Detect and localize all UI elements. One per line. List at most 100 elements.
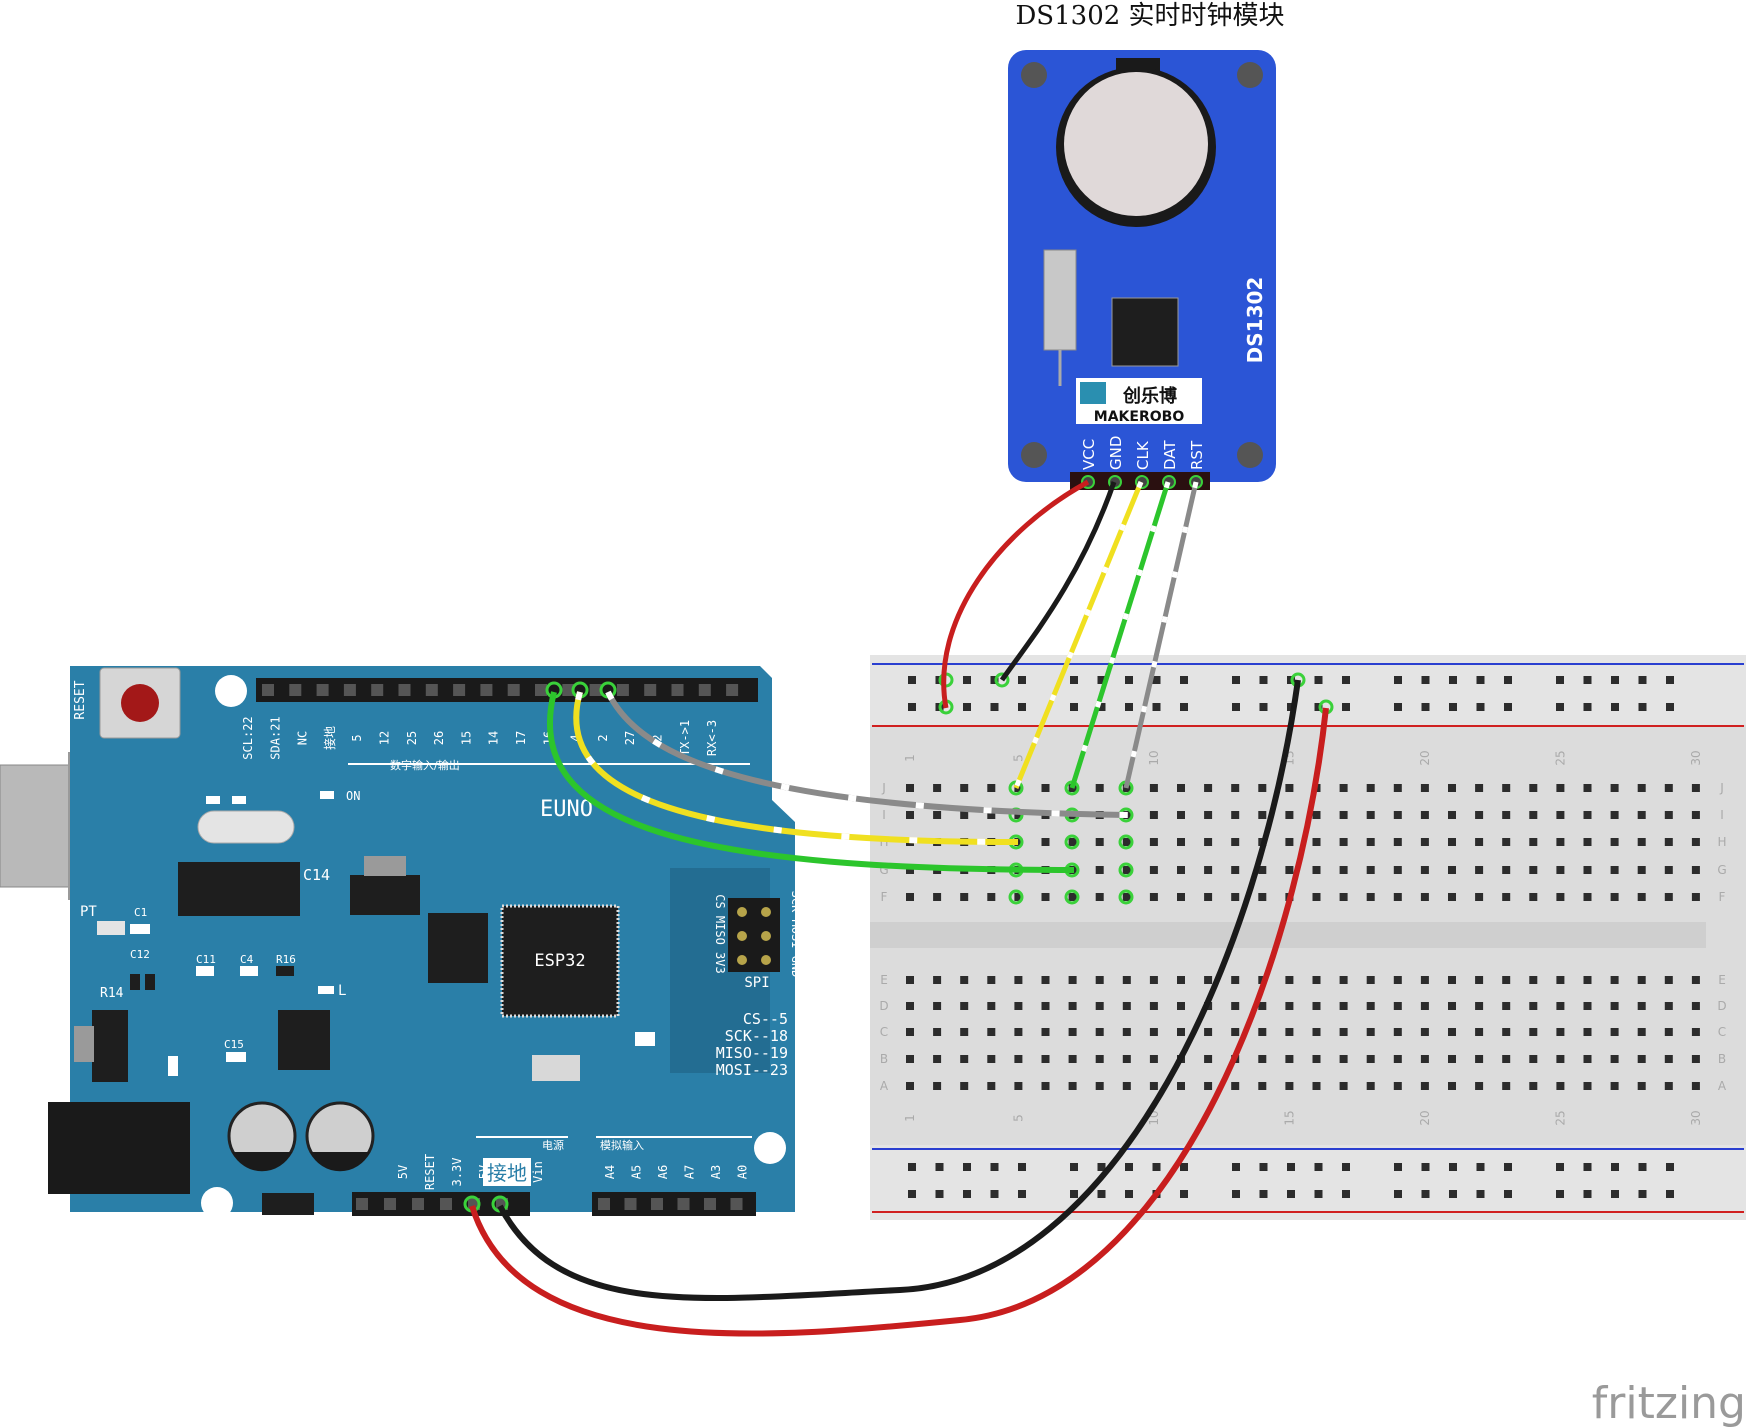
rail-hole[interactable] <box>1180 1163 1188 1171</box>
breadboard-hole[interactable] <box>1204 1055 1213 1063</box>
breadboard-hole[interactable] <box>1420 1082 1429 1090</box>
breadboard-hole[interactable] <box>1556 866 1565 874</box>
breadboard-hole[interactable] <box>1664 976 1673 984</box>
breadboard-hole[interactable] <box>960 811 969 819</box>
breadboard-hole[interactable] <box>1556 784 1565 792</box>
breadboard-hole[interactable] <box>1095 893 1104 901</box>
rail-hole[interactable] <box>1232 676 1240 684</box>
rail-hole[interactable] <box>908 1190 916 1198</box>
breadboard-hole[interactable] <box>1149 866 1158 874</box>
breadboard-hole[interactable] <box>960 1055 969 1063</box>
breadboard-hole[interactable] <box>1339 838 1348 846</box>
breadboard-hole[interactable] <box>1529 866 1538 874</box>
breadboard-hole[interactable] <box>1691 893 1700 901</box>
breadboard-hole[interactable] <box>1583 976 1592 984</box>
header-pin[interactable] <box>644 684 657 696</box>
reset-button-cap[interactable] <box>121 684 159 722</box>
breadboard-hole[interactable] <box>1610 1055 1619 1063</box>
breadboard-hole[interactable] <box>1014 1028 1023 1036</box>
rail-hole[interactable] <box>1232 1163 1240 1171</box>
breadboard-hole[interactable] <box>1095 784 1104 792</box>
breadboard-hole[interactable] <box>1014 811 1023 819</box>
rail-hole[interactable] <box>1638 703 1647 711</box>
breadboard-hole[interactable] <box>1529 1002 1538 1010</box>
breadboard-hole[interactable] <box>1095 866 1104 874</box>
rail-hole[interactable] <box>1394 1163 1402 1171</box>
breadboard-hole[interactable] <box>987 1028 996 1036</box>
breadboard-hole[interactable] <box>933 784 942 792</box>
rail-hole[interactable] <box>1394 1190 1402 1198</box>
breadboard-hole[interactable] <box>1366 893 1375 901</box>
breadboard-hole[interactable] <box>1177 893 1185 901</box>
breadboard-hole[interactable] <box>1529 1082 1538 1090</box>
breadboard-hole[interactable] <box>1068 1002 1077 1010</box>
header-pin[interactable] <box>624 1198 637 1210</box>
rail-hole[interactable] <box>1232 703 1240 711</box>
breadboard-hole[interactable] <box>1285 1082 1294 1090</box>
spi-pin[interactable] <box>737 907 747 917</box>
rail-hole[interactable] <box>1342 703 1350 711</box>
breadboard-hole[interactable] <box>960 976 969 984</box>
breadboard-hole[interactable] <box>1583 1055 1592 1063</box>
breadboard-hole[interactable] <box>1258 1082 1267 1090</box>
breadboard-hole[interactable] <box>906 1082 914 1090</box>
rail-hole[interactable] <box>1583 703 1592 711</box>
header-pin[interactable] <box>562 684 575 696</box>
breadboard-hole[interactable] <box>1448 976 1456 984</box>
rail-hole[interactable] <box>1342 676 1350 684</box>
breadboard-hole[interactable] <box>1502 1082 1511 1090</box>
rail-hole[interactable] <box>1314 1190 1323 1198</box>
rail-hole[interactable] <box>908 1163 916 1171</box>
header-pin[interactable] <box>371 684 384 696</box>
rail-hole[interactable] <box>1556 676 1564 684</box>
breadboard-hole[interactable] <box>1637 976 1646 984</box>
rail-hole[interactable] <box>1097 1163 1106 1171</box>
breadboard-hole[interactable] <box>1393 838 1402 846</box>
breadboard-hole[interactable] <box>1095 976 1104 984</box>
breadboard-hole[interactable] <box>1448 1028 1456 1036</box>
breadboard-hole[interactable] <box>1177 784 1185 792</box>
breadboard-hole[interactable] <box>1637 811 1646 819</box>
breadboard-hole[interactable] <box>1204 838 1213 846</box>
rail-hole[interactable] <box>1476 1190 1485 1198</box>
breadboard-hole[interactable] <box>1339 866 1348 874</box>
breadboard-hole[interactable] <box>960 893 969 901</box>
breadboard-hole[interactable] <box>987 1082 996 1090</box>
rail-hole[interactable] <box>1070 676 1078 684</box>
rail-hole[interactable] <box>935 1190 944 1198</box>
header-pin[interactable] <box>704 1198 716 1210</box>
header-pin[interactable] <box>440 1198 452 1210</box>
rail-hole[interactable] <box>1070 1163 1078 1171</box>
rail-hole[interactable] <box>1583 1190 1592 1198</box>
breadboard-hole[interactable] <box>1448 1055 1456 1063</box>
rail-hole[interactable] <box>1097 676 1106 684</box>
breadboard-hole[interactable] <box>1664 1028 1673 1036</box>
rail-hole[interactable] <box>1018 1190 1026 1198</box>
breadboard-hole[interactable] <box>1041 893 1050 901</box>
breadboard-hole[interactable] <box>1041 1082 1050 1090</box>
breadboard-hole[interactable] <box>1475 1055 1484 1063</box>
breadboard-hole[interactable] <box>1610 838 1619 846</box>
rail-hole[interactable] <box>990 1190 999 1198</box>
breadboard-hole[interactable] <box>1691 1002 1700 1010</box>
rail-hole[interactable] <box>963 1163 971 1171</box>
breadboard-hole[interactable] <box>1664 811 1673 819</box>
breadboard-hole[interactable] <box>1339 1028 1348 1036</box>
spi-pin[interactable] <box>761 931 771 941</box>
rail-hole[interactable] <box>1666 703 1674 711</box>
breadboard-hole[interactable] <box>1285 811 1294 819</box>
rail-hole[interactable] <box>1125 676 1133 684</box>
breadboard-hole[interactable] <box>1502 784 1511 792</box>
rail-hole[interactable] <box>1666 1190 1674 1198</box>
breadboard-hole[interactable] <box>1177 866 1185 874</box>
breadboard-hole[interactable] <box>1610 811 1619 819</box>
breadboard-hole[interactable] <box>1204 866 1213 874</box>
breadboard-hole[interactable] <box>1258 1028 1267 1036</box>
breadboard-hole[interactable] <box>906 784 914 792</box>
breadboard-hole[interactable] <box>1556 838 1565 846</box>
breadboard-hole[interactable] <box>1149 811 1158 819</box>
breadboard-hole[interactable] <box>1204 1082 1213 1090</box>
rail-hole[interactable] <box>908 703 916 711</box>
rail-hole[interactable] <box>1666 1163 1674 1171</box>
rail-hole[interactable] <box>963 703 971 711</box>
